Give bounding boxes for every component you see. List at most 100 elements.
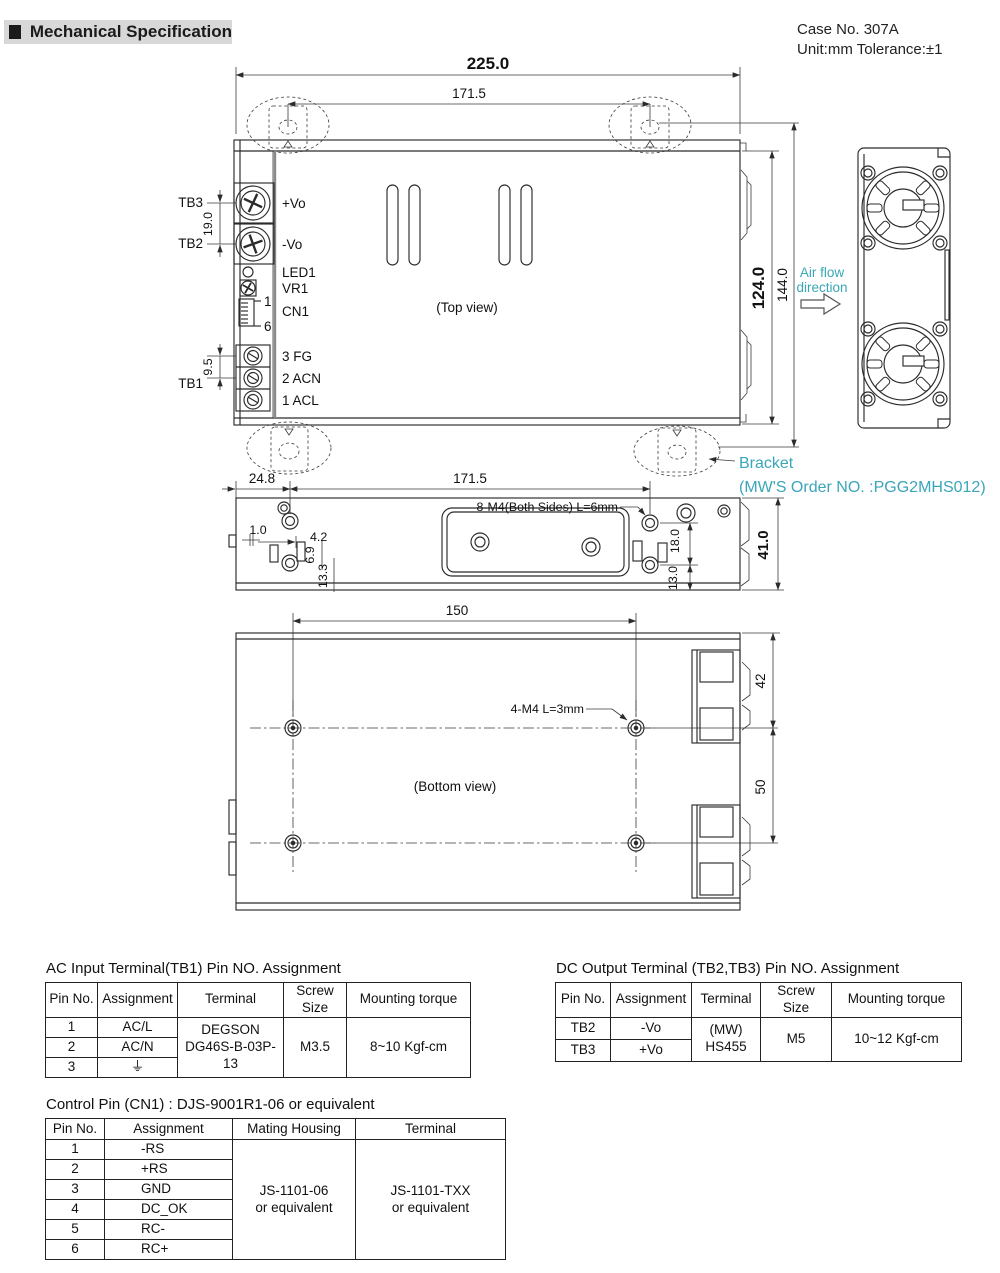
dim-label-41: 41.0 [755, 530, 772, 559]
label-tb3: TB3 [178, 195, 203, 210]
dim-small-left [242, 534, 335, 592]
top-view-caption: (Top view) [436, 300, 498, 315]
ac-input-table: Pin No. Assignment Terminal Screw Size M… [45, 982, 471, 1078]
assignment-cell: +Vo [610, 1038, 692, 1062]
assignment-cell: ⏚ [97, 1056, 178, 1078]
cn1-connector [238, 298, 261, 327]
assignment-cell: RC+ [104, 1239, 233, 1260]
col-header: Terminal [355, 1118, 506, 1140]
rear-view-body [228, 497, 741, 591]
pin-cell: 3 [45, 1056, 98, 1078]
label-vo-plus: +Vo [282, 196, 306, 211]
pin-cell: 2 [45, 1036, 98, 1058]
col-header: Assignment [610, 982, 692, 1018]
dim-label-42: 42 [753, 673, 768, 688]
vr-potentiometer [239, 279, 257, 297]
col-header: Assignment [104, 1118, 233, 1140]
table-row: 3 GND [45, 1179, 506, 1200]
label-tb1: TB1 [178, 376, 203, 391]
pin-cell: TB2 [555, 1016, 611, 1040]
col-header: Screw Size [760, 982, 832, 1018]
bottom-bracket-right [633, 425, 721, 477]
table-row: 1 -RS JS-1101-06 or equivalent JS-1101-T… [45, 1139, 506, 1260]
rear-view-right-flange [740, 501, 750, 587]
table-row: TB2 -Vo (MW) HS455 M5 10~12 Kgf-cm [555, 1016, 962, 1062]
airflow-label-line2: direction [796, 280, 847, 295]
bracket-mark [284, 428, 294, 436]
col-header: Pin No. [555, 982, 611, 1018]
bottom-view-drawing: 150 4-M4 L=3mm [228, 603, 780, 911]
col-header: Terminal [177, 982, 284, 1018]
pin-cell: 4 [45, 1199, 105, 1220]
dim-label-13-3: 13.3 [316, 564, 330, 588]
assignment-cell: AC/L [97, 1016, 178, 1038]
dim-label-171-5-rear: 171.5 [453, 471, 487, 486]
dim-label-19: 19.0 [201, 212, 215, 236]
col-header: Screw Size [283, 982, 347, 1018]
dim-label-13: 13.0 [666, 566, 680, 590]
pin-cell: 6 [45, 1239, 105, 1260]
bracket-mark [283, 140, 293, 148]
table-row: TB3 +Vo [555, 1038, 962, 1062]
assignment-cell: AC/N [97, 1036, 178, 1058]
bottom-screw-leader [586, 708, 628, 721]
case-info: Case No. 307A Unit:mm Tolerance:±1 [797, 20, 943, 60]
mechanical-drawing: 225.0 171.5 [178, 54, 986, 911]
table-row: 6 RC+ [45, 1239, 506, 1260]
pin-cell: TB3 [555, 1038, 611, 1062]
label-cn1-pin1: 1 [264, 294, 272, 309]
assignment-cell: -Vo [610, 1016, 692, 1040]
pin-cell: 3 [45, 1179, 105, 1200]
housing-line1: JS-1101-06 [259, 1182, 329, 1198]
dim-150: 150 [292, 603, 637, 717]
assignment-cell: -RS [104, 1139, 233, 1160]
fan-housing-bottom [691, 804, 751, 899]
col-header: Pin No. [45, 1118, 105, 1140]
section-square-icon [9, 25, 21, 39]
assignment-cell: RC- [104, 1219, 233, 1240]
dim-label-4-2: 4.2 [310, 530, 327, 544]
control-pin-table: Pin No. Assignment Mating Housing Termin… [45, 1118, 506, 1260]
side-view-drawing: Air flow direction [796, 147, 951, 429]
fan-bottom [860, 321, 948, 407]
label-pin-fg: 3 FG [282, 349, 312, 364]
dim-171-5-top: 171.5 [287, 86, 651, 127]
dc-output-table: Pin No. Assignment Terminal Screw Size M… [555, 982, 962, 1062]
label-pin-acn: 2 ACN [282, 371, 321, 386]
airflow-label-line1: Air flow [800, 265, 845, 280]
terminal-line2: DG46S-B-03P-13 [185, 1038, 276, 1071]
top-view-drawing: 225.0 171.5 [178, 54, 799, 477]
dim-label-9-5: 9.5 [201, 358, 215, 375]
label-pin-acl: 1 ACL [282, 393, 319, 408]
bottom-bracket-left [246, 421, 332, 475]
terminal-line1: JS-1101-TXX [390, 1182, 471, 1198]
bottom-screw-note: 4-M4 L=3mm [511, 702, 584, 716]
dim-24-8: 24.8 [222, 471, 291, 514]
assignment-cell: DC_OK [104, 1199, 233, 1220]
airflow-arrow-icon [800, 292, 842, 316]
top-bracket-left [246, 96, 330, 154]
top-bracket-right [608, 96, 692, 154]
bottom-view-body [228, 632, 741, 911]
dim-42-50: 42 50 [742, 632, 780, 844]
dim-label-225: 225.0 [467, 54, 510, 73]
dim-18-13: 18.0 13.0 [660, 522, 698, 591]
col-header: Pin No. [45, 982, 98, 1018]
ac-input-table-title: AC Input Terminal(TB1) Pin NO. Assignmen… [46, 960, 341, 977]
pin-cell: 1 [45, 1016, 98, 1038]
dim-225: 225.0 [235, 54, 741, 134]
label-vo-minus: -Vo [282, 237, 302, 252]
screw-size-cell: M5 [760, 1016, 832, 1062]
dim-label-144: 144.0 [775, 268, 790, 302]
dim-label-171-5: 171.5 [452, 86, 486, 101]
pin-cell: 5 [45, 1219, 105, 1240]
dim-label-124: 124.0 [749, 267, 768, 310]
dim-144: 144.0 [659, 122, 799, 448]
label-cn1: CN1 [282, 304, 309, 319]
col-header: Mounting torque [831, 982, 962, 1018]
label-led1: LED1 [282, 265, 316, 280]
screw-size-cell: M3.5 [283, 1016, 347, 1078]
control-pin-table-section: Control Pin (CN1) : DJS-9001R1-06 or equ… [45, 1096, 506, 1260]
fan-top [860, 165, 948, 251]
terminal-cell: (MW) HS455 [691, 1016, 761, 1062]
